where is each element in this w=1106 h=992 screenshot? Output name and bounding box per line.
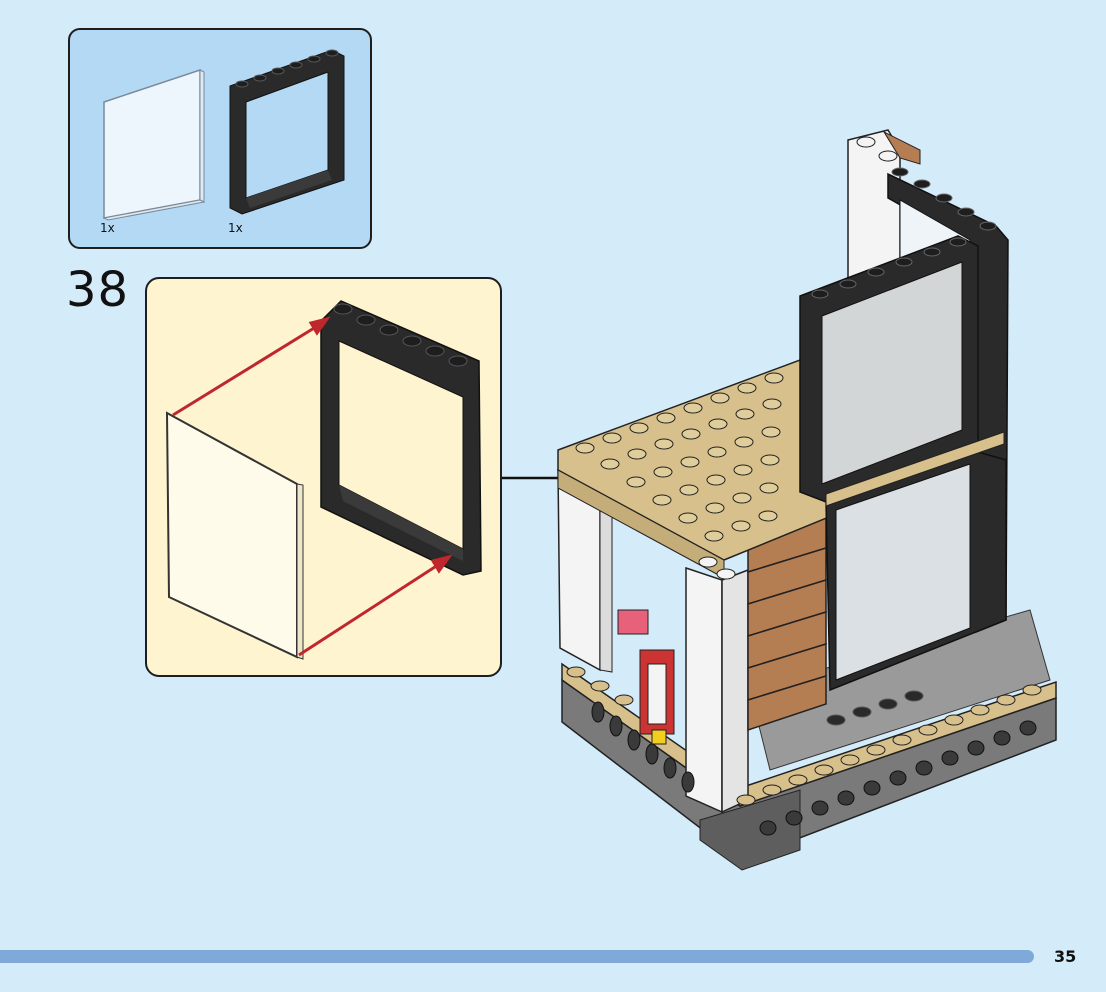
window-frame-quantity: 1x bbox=[228, 221, 243, 235]
glass-pane-quantity: 1x bbox=[100, 221, 115, 235]
callout-illustration bbox=[165, 300, 482, 660]
step-number: 38 bbox=[66, 262, 130, 318]
lower-window-frame bbox=[825, 451, 1007, 692]
base-studs bbox=[566, 666, 1042, 806]
interior-details bbox=[617, 609, 675, 745]
tan-strip bbox=[825, 431, 1005, 507]
window-frame-illustration bbox=[320, 300, 482, 576]
glass-pane-part-icon bbox=[102, 68, 206, 221]
page-number: 35 bbox=[1054, 947, 1077, 966]
footer-progress-bar bbox=[0, 950, 1034, 963]
wood-panels bbox=[747, 517, 827, 732]
base-holes bbox=[591, 701, 1037, 836]
assembly-arrows bbox=[172, 316, 453, 657]
roof-studs bbox=[575, 372, 784, 542]
glass-pane-illustration bbox=[165, 411, 304, 660]
parts-list-box: 1x 1x bbox=[68, 28, 372, 249]
callout-subassembly-box bbox=[145, 277, 502, 677]
floor-studs bbox=[826, 690, 924, 726]
window-frame-part-icon bbox=[229, 49, 345, 215]
pillar-studs bbox=[698, 136, 898, 580]
parts-list-illustration bbox=[102, 49, 345, 221]
white-pillars bbox=[557, 468, 749, 814]
front-window-frame bbox=[799, 235, 979, 503]
frame-top-studs bbox=[891, 167, 997, 231]
